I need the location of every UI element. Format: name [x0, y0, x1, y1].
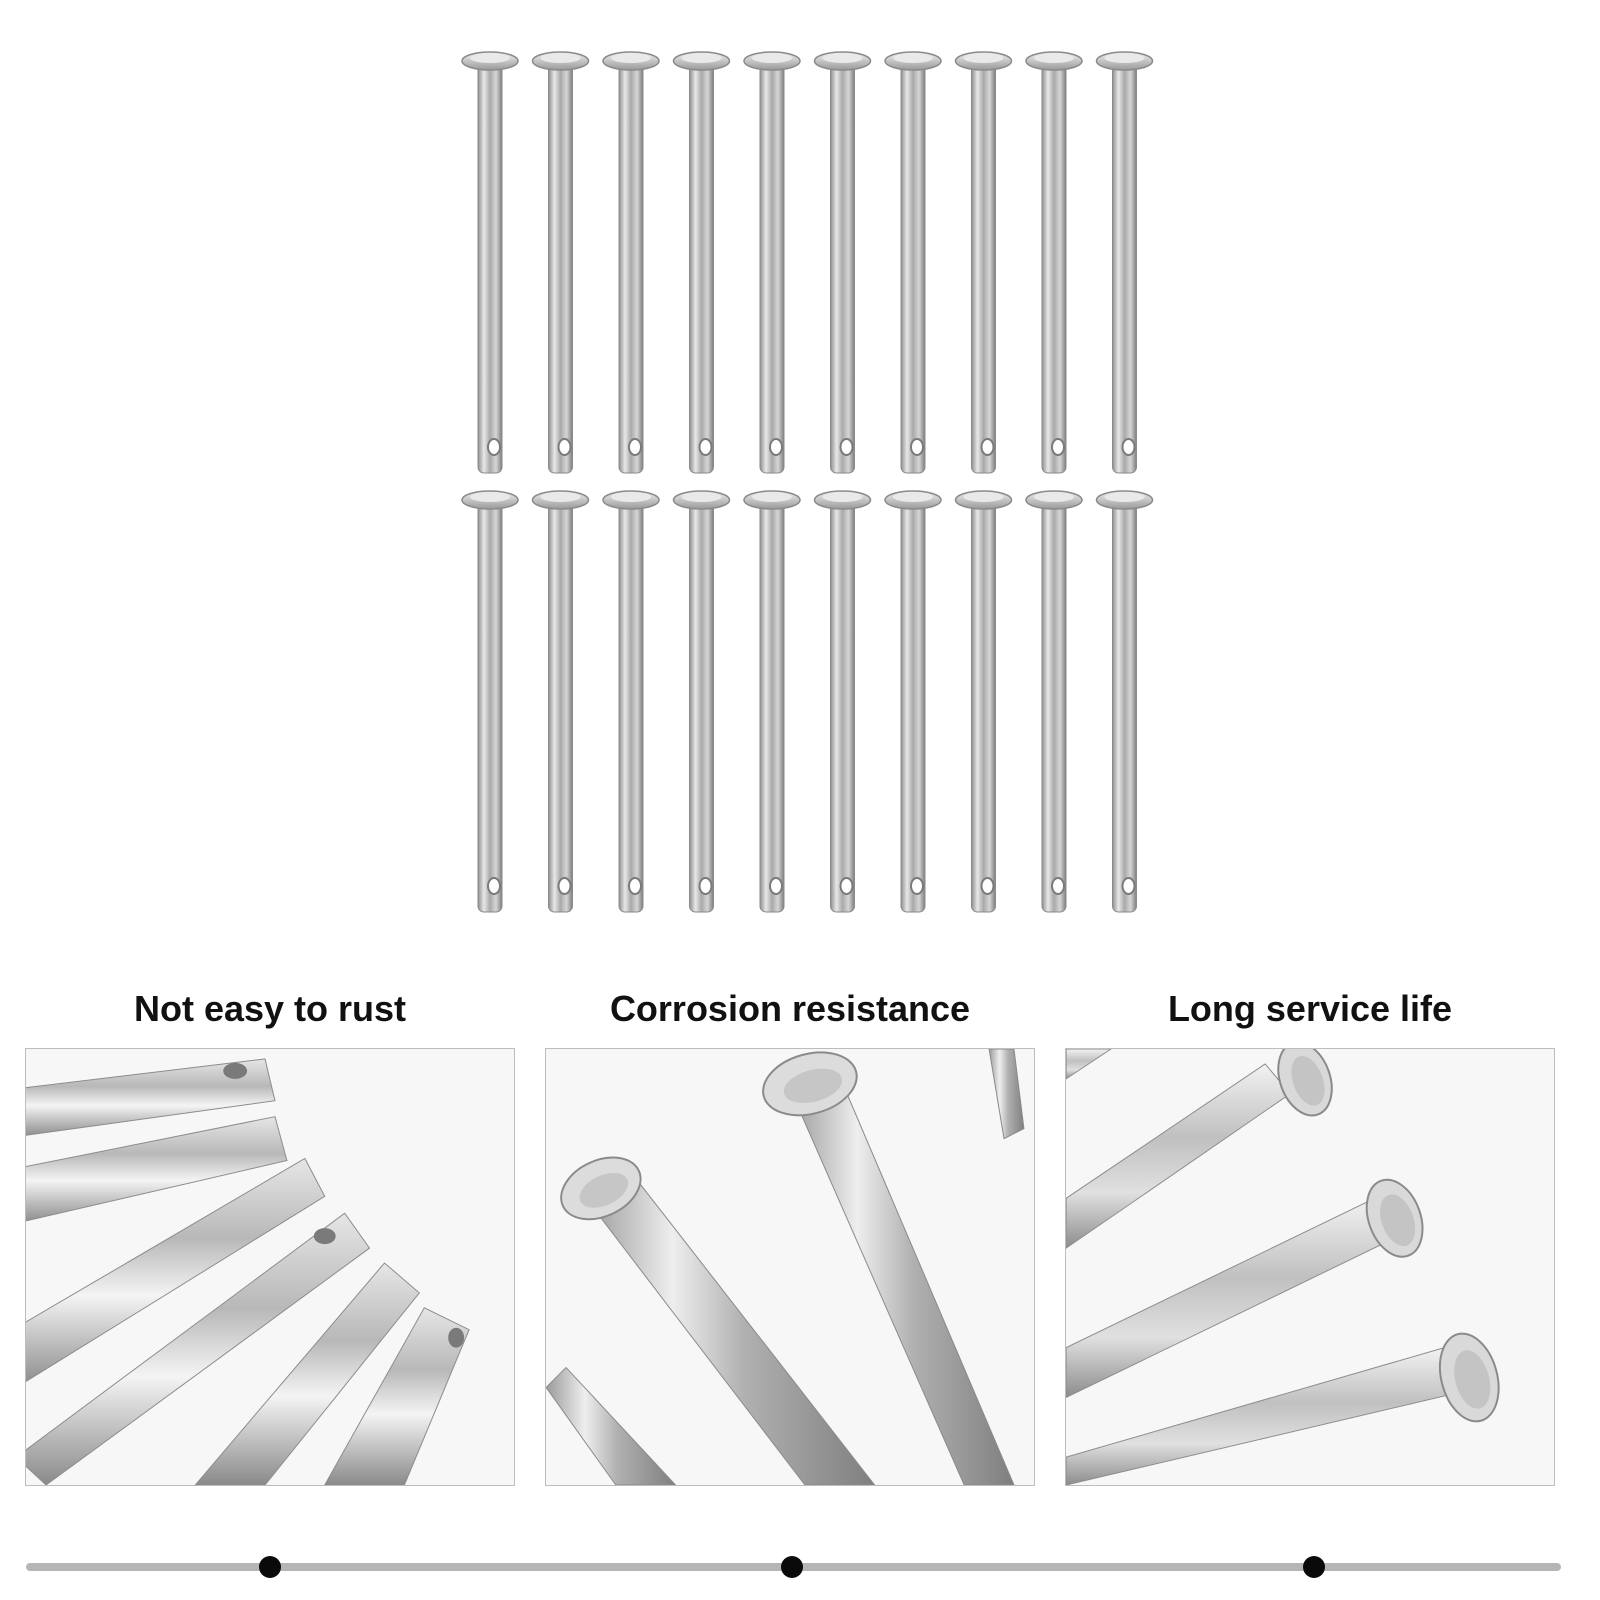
pin	[602, 490, 660, 913]
feature-title-rust: Not easy to rust	[133, 988, 407, 1029]
feature-title-service-life: Long service life	[1167, 988, 1453, 1029]
pin	[461, 51, 519, 474]
pin-heads-angled-closeup-icon	[1066, 1049, 1500, 1485]
feature-image-service-life	[1065, 1048, 1555, 1486]
timeline-dot-1	[259, 1556, 281, 1578]
timeline-dot-2	[781, 1556, 803, 1578]
pin	[743, 490, 801, 913]
pin	[813, 51, 872, 474]
pin	[743, 51, 801, 474]
feature-image-rust	[25, 1048, 515, 1486]
pin	[672, 51, 731, 474]
pin	[884, 51, 942, 474]
pin	[954, 490, 1013, 913]
pin	[531, 51, 590, 474]
pin	[1025, 490, 1083, 913]
pin	[672, 490, 731, 913]
pin	[1025, 51, 1083, 474]
feature-title-corrosion: Corrosion resistance	[609, 988, 971, 1029]
pin-heads-closeup-icon	[546, 1049, 1025, 1485]
product-pin-grid	[461, 51, 1154, 913]
feature-image-corrosion	[545, 1048, 1035, 1486]
pin	[954, 51, 1013, 474]
pin-ends-closeup-icon	[26, 1058, 470, 1485]
pin	[813, 490, 872, 913]
pin	[602, 51, 660, 474]
pin	[884, 490, 942, 913]
pin	[1095, 490, 1154, 913]
pin	[1095, 51, 1154, 474]
timeline-dot-3	[1303, 1556, 1325, 1578]
pin	[461, 490, 519, 913]
pin	[531, 490, 590, 913]
